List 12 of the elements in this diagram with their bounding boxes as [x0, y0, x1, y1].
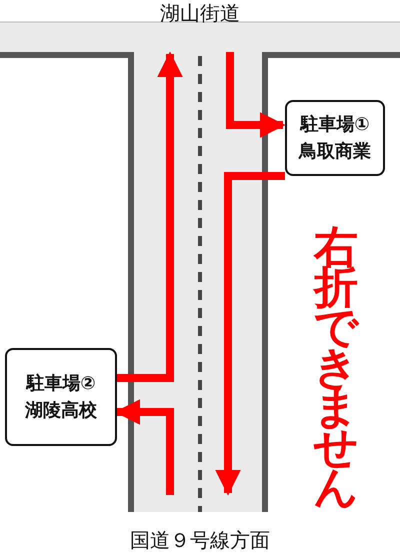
school-name: 湖陵高校 [25, 399, 97, 423]
school-name: 鳥取商業 [299, 140, 371, 164]
parking-label: 駐車場② [26, 372, 96, 396]
road-name: 国道９号線方面 [129, 527, 271, 554]
parking-label: 駐車場① [300, 113, 370, 137]
road-name: 湖山街道 [159, 0, 241, 27]
warning-text: 右折できません [312, 228, 360, 508]
arrow [215, 172, 285, 496]
parking-box [5, 348, 117, 446]
parking-box [285, 100, 385, 176]
arrow [117, 51, 183, 382]
arrow [226, 52, 286, 138]
